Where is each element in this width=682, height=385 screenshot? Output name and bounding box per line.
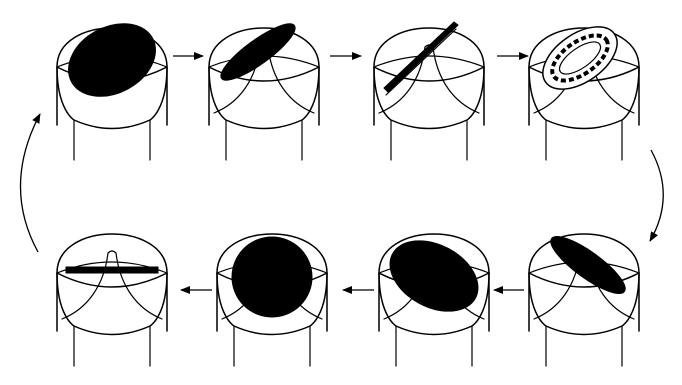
stage-3	[374, 22, 484, 160]
stage-7-disk	[232, 237, 312, 317]
arrow-8-1	[20, 114, 40, 252]
stage-6	[378, 227, 490, 366]
arrow-4-5	[650, 150, 663, 241]
stage-2-disk	[215, 16, 302, 88]
stage-8-bar	[66, 267, 158, 273]
stage-5	[529, 228, 639, 366]
stage-2	[209, 16, 319, 160]
stage-1	[56, 9, 168, 160]
stage-6-disk	[378, 227, 490, 326]
stage-7	[217, 234, 327, 366]
stage-1-disk	[56, 9, 168, 110]
stage-4	[529, 14, 639, 160]
stage-8	[57, 234, 167, 366]
